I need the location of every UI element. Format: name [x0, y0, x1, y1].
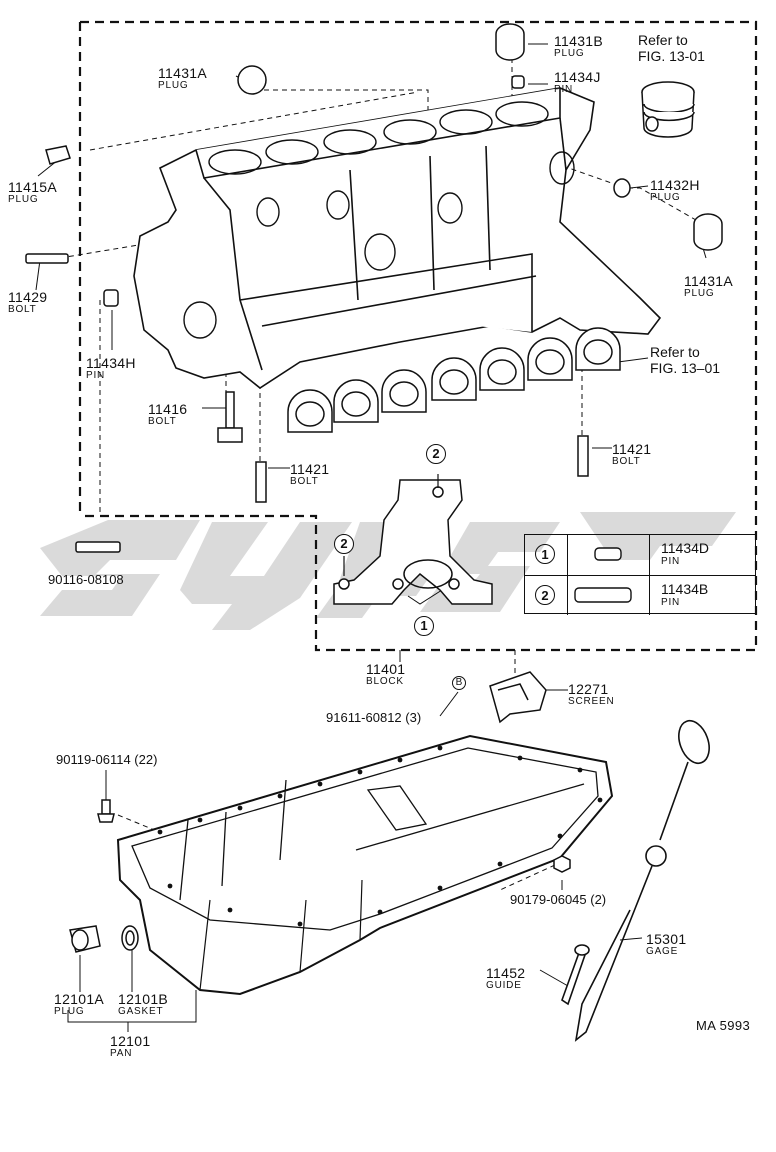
rear-seal-retainer-detail: [333, 479, 493, 605]
label-11431a-plug-top: 11431A PLUG: [158, 66, 207, 91]
part-name: BOLT: [612, 456, 641, 467]
part-name: PLUG: [554, 48, 585, 59]
part-number: 11401: [366, 661, 406, 677]
part-name: PIN: [554, 84, 574, 95]
callout-2-top: 2: [426, 444, 446, 464]
legend-part-number: 11434D: [661, 540, 710, 556]
assembly-frame: [78, 20, 758, 652]
legend-row-2: 2 11434B PIN: [525, 575, 755, 615]
part-name: PLUG: [8, 194, 39, 205]
refer-note-bearings: Refer to FIG. 13–01: [650, 344, 720, 376]
label-11452-guide: 11452 GUIDE: [486, 966, 525, 991]
part-name: PLUG: [158, 80, 189, 91]
label-11434j-pin: 11434J PIN: [554, 70, 601, 95]
label-12101a-plug: 12101A PLUG: [54, 992, 104, 1017]
part-name: SCREEN: [568, 696, 615, 707]
part-number: 11452: [486, 965, 526, 981]
legend-row-1: 1 11434D PIN: [525, 535, 755, 575]
part-name: GAGE: [646, 946, 679, 957]
pan-fasteners: [69, 799, 571, 953]
part-name: BLOCK: [366, 676, 404, 687]
dipstick-and-guide: [561, 719, 710, 1042]
code-90179-06045: 90179-06045 (2): [510, 892, 607, 907]
oil-pan: [116, 734, 614, 996]
part-name: PIN: [86, 370, 106, 381]
label-11431b-plug: 11431B PLUG: [554, 34, 603, 59]
diagram-id: MA 5993: [696, 1018, 751, 1033]
code-90116-08108: 90116-08108: [48, 572, 124, 587]
label-11432h-plug: 11432H PLUG: [650, 178, 700, 203]
part-name: BOLT: [8, 304, 37, 315]
part-number: 11415A: [8, 179, 58, 195]
label-12101-pan: 12101 PAN: [110, 1034, 150, 1059]
part-name: BOLT: [148, 416, 177, 427]
part-number: 15301: [646, 931, 687, 947]
part-name: BOLT: [290, 476, 319, 487]
short-pin-icon: [594, 547, 622, 561]
part-name: PLUG: [650, 192, 681, 203]
plugs-and-pins: [25, 23, 723, 553]
label-11416-bolt: 11416 BOLT: [148, 402, 187, 427]
part-number: 11431A: [684, 273, 734, 289]
part-name: GUIDE: [486, 980, 522, 991]
code-91611-60812: 91611-60812 (3): [326, 710, 422, 725]
pin-legend-table: 1 11434D PIN 2 11434B PIN: [524, 534, 756, 615]
dowel-arrows: [343, 474, 439, 576]
part-number: 11421: [612, 441, 652, 457]
part-number: 11434H: [86, 355, 136, 371]
part-name: PLUG: [54, 1006, 85, 1017]
legend-key: 1: [535, 544, 555, 564]
cylinder-bores: [183, 101, 575, 339]
bearing-caps: [287, 327, 621, 433]
refer-line-2: FIG. 13–01: [650, 360, 721, 376]
legend-key: 2: [535, 585, 555, 605]
part-number: 11429: [8, 289, 48, 305]
label-11421-bolt-left: 11421 BOLT: [290, 462, 329, 487]
part-number: 11421: [290, 461, 330, 477]
callout-b: B: [452, 676, 466, 690]
part-number: 11432H: [650, 177, 700, 193]
part-name: PAN: [110, 1048, 133, 1059]
refer-line-1: Refer to: [650, 344, 700, 360]
oil-pan-bolt-holes: [157, 745, 603, 927]
part-number: 11416: [148, 401, 188, 417]
label-11421-bolt-right: 11421 BOLT: [612, 442, 651, 467]
label-11401-block: 11401 BLOCK: [366, 662, 405, 687]
part-number: 11431B: [554, 33, 604, 49]
long-pin-icon: [574, 587, 632, 603]
legend-part-name: PIN: [661, 597, 681, 608]
part-number: 12271: [568, 681, 609, 697]
label-12101b-gasket: 12101B GASKET: [118, 992, 168, 1017]
label-12271-screen: 12271 SCREEN: [568, 682, 614, 707]
label-11429-bolt: 11429 BOLT: [8, 290, 47, 315]
legend-part-number: 11434B: [661, 581, 709, 597]
callout-1-bottom: 1: [414, 616, 434, 636]
piston-reference: [641, 81, 695, 138]
refer-line-1: Refer to: [638, 32, 688, 48]
label-15301-gage: 15301 GAGE: [646, 932, 686, 957]
callout-2-left: 2: [334, 534, 354, 554]
part-number: 12101A: [54, 991, 105, 1007]
refer-note-piston: Refer to FIG. 13-01: [638, 32, 705, 64]
refer-line-2: FIG. 13-01: [638, 48, 705, 64]
part-name: GASKET: [118, 1006, 164, 1017]
part-number: 12101B: [118, 991, 169, 1007]
code-90119-06114: 90119-06114 (22): [56, 752, 158, 767]
part-number: 11434J: [554, 69, 601, 85]
part-number: 11431A: [158, 65, 208, 81]
label-11431a-plug-right: 11431A PLUG: [684, 274, 733, 299]
part-number: 12101: [110, 1033, 151, 1049]
part-name: PLUG: [684, 288, 715, 299]
oil-strainer-screen: [489, 671, 547, 724]
label-11434h-pin: 11434H PIN: [86, 356, 136, 381]
label-11415a-plug: 11415A PLUG: [8, 180, 57, 205]
legend-part-name: PIN: [661, 556, 681, 567]
